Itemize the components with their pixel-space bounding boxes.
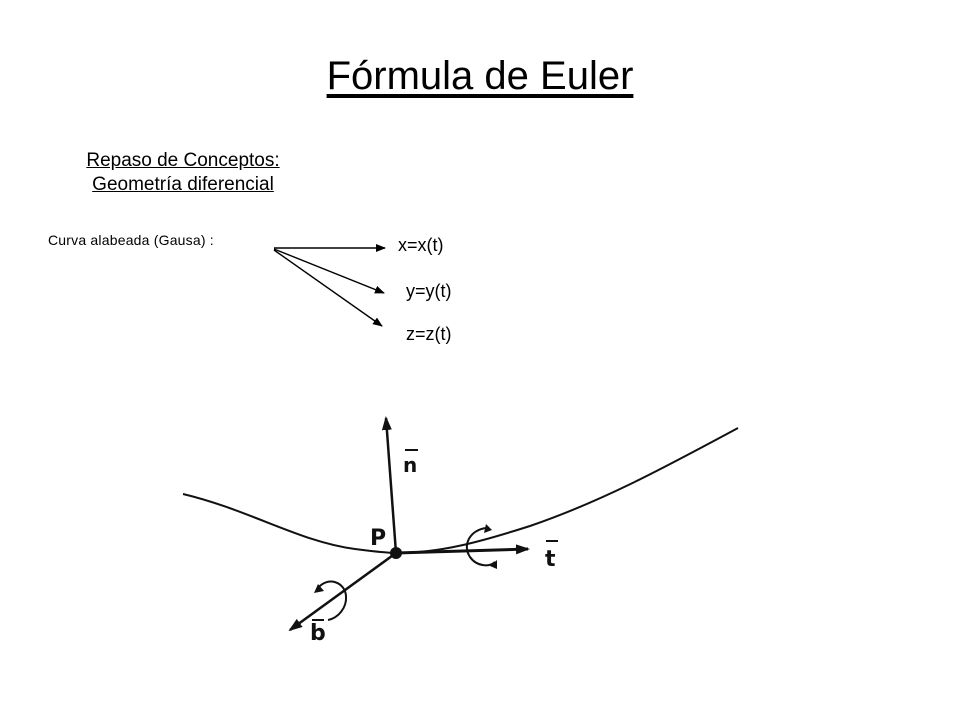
equation-x: x=x(t) bbox=[398, 235, 444, 255]
binormal-vector bbox=[288, 551, 397, 632]
equation-y: y=y(t) bbox=[406, 281, 452, 301]
curve-label: Curva alabeada (Gausa) : bbox=[48, 232, 214, 248]
tangent-vector bbox=[395, 544, 530, 555]
normal-vector bbox=[381, 416, 398, 554]
point-p bbox=[390, 547, 402, 559]
tangent-label: t bbox=[545, 547, 556, 572]
arrow-to-y bbox=[273, 248, 385, 294]
subtitle-line-1: Repaso de Conceptos: bbox=[86, 150, 280, 171]
binormal-rotation-icon bbox=[317, 580, 348, 621]
equation-z: z=z(t) bbox=[406, 324, 452, 344]
tangent-rotation-icon bbox=[465, 527, 496, 567]
slide-title: Fórmula de Euler bbox=[326, 54, 634, 98]
point-label: P bbox=[370, 526, 386, 551]
arrow-to-z bbox=[273, 249, 383, 327]
normal-label: n bbox=[403, 453, 417, 477]
space-curve bbox=[182, 427, 739, 555]
subtitle-line-2: Geometría diferencial bbox=[92, 174, 274, 195]
binormal-label: b bbox=[310, 621, 326, 646]
